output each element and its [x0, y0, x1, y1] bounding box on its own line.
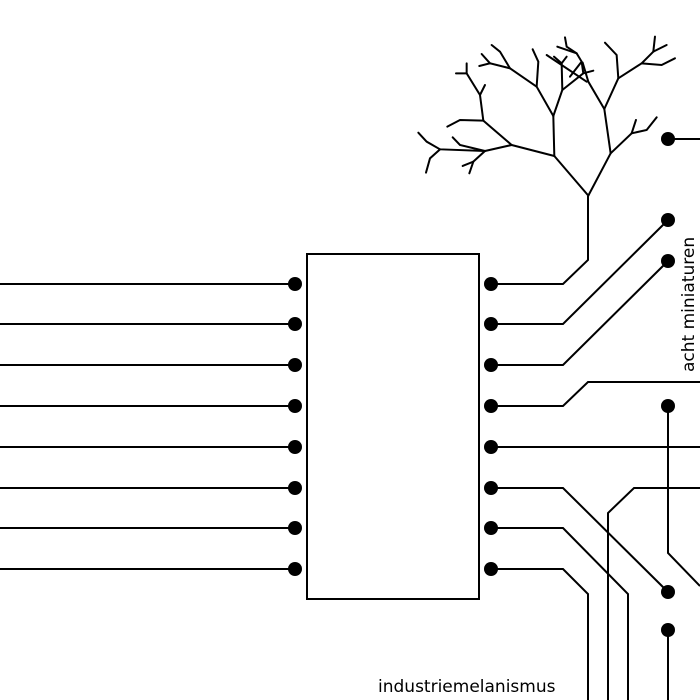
trace-cross [607, 487, 700, 700]
left-pin-dot [288, 440, 302, 454]
right-pin-dot [484, 481, 498, 495]
connection-dots [288, 132, 675, 637]
trace-4 [491, 381, 700, 407]
left-pin-dot [288, 481, 302, 495]
trace-8 [491, 568, 589, 700]
left-pin-dot [288, 562, 302, 576]
right-pin-dot [484, 358, 498, 372]
left-pin-dot [288, 358, 302, 372]
trace-to-tree [491, 196, 589, 285]
terminal-dot [661, 399, 675, 413]
bottom-label: industriemelanismus [378, 677, 556, 697]
right-pin-dot [484, 521, 498, 535]
left-pin-dot [288, 277, 302, 291]
right-pin-dot [484, 399, 498, 413]
terminal-dot [661, 585, 675, 599]
trace-6 [491, 487, 669, 593]
left-wires [0, 283, 295, 570]
right-wires [491, 138, 700, 700]
left-pin-dot [288, 399, 302, 413]
right-pin-dot [484, 317, 498, 331]
left-pin-dot [288, 317, 302, 331]
chip-body [306, 253, 480, 600]
trace-vertical [667, 406, 700, 587]
tree-icon [417, 35, 676, 197]
trace-7 [491, 527, 629, 700]
trace-2 [491, 219, 669, 325]
terminal-dot [661, 132, 675, 146]
terminal-dot [661, 213, 675, 227]
right-pin-dot [484, 440, 498, 454]
right-pin-dot [484, 277, 498, 291]
side-label: acht miniaturen [679, 237, 699, 372]
trace-3 [491, 260, 669, 366]
right-pin-dot [484, 562, 498, 576]
left-pin-dot [288, 521, 302, 535]
terminal-dot [661, 254, 675, 268]
terminal-dot [661, 623, 675, 637]
